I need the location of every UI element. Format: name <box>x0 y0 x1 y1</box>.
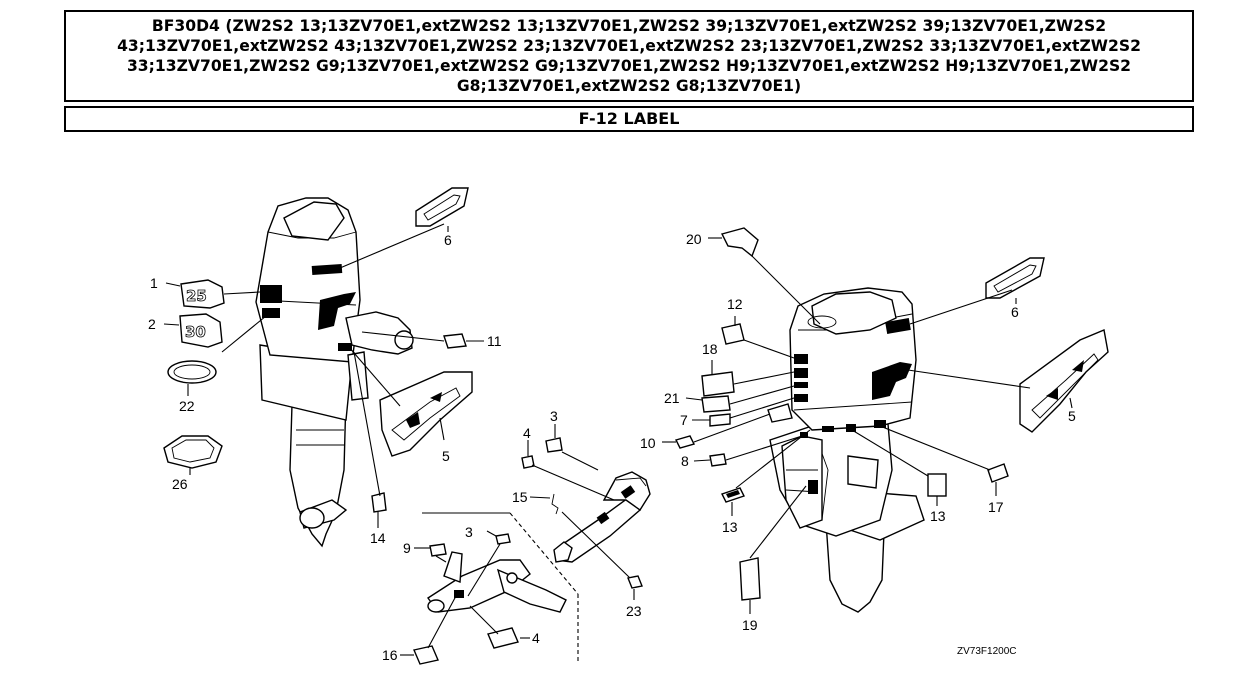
callout-13-left: 13 <box>722 519 738 535</box>
model-line: BF30D4 (ZW2S2 13;13ZV70E1,extZW2S2 13;13… <box>117 17 1141 95</box>
callout-7: 7 <box>680 412 688 428</box>
drawing-code: ZV73F1200C <box>957 646 1016 657</box>
tiller-handle-upper <box>553 471 651 563</box>
middle-leader-lines <box>400 424 635 662</box>
callout-14: 14 <box>370 530 386 546</box>
callout-21: 21 <box>664 390 680 406</box>
callout-20: 20 <box>686 231 702 247</box>
callout-6-right: 6 <box>1011 304 1019 320</box>
callout-5-left: 5 <box>442 448 450 464</box>
callout-11: 11 <box>487 333 502 349</box>
callout-26: 26 <box>172 476 188 492</box>
tiller-handle-lower <box>427 551 567 613</box>
callout-3-lower: 3 <box>465 524 473 540</box>
svg-text:30: 30 <box>185 323 206 341</box>
section-title-box: F-12 LABEL <box>64 106 1194 132</box>
callout-3-upper: 3 <box>550 408 558 424</box>
callout-4-lower: 4 <box>532 630 540 646</box>
callout-19: 19 <box>742 617 758 633</box>
callout-5-right: 5 <box>1068 408 1076 424</box>
callout-numbers: 1 2 22 26 6 11 5 14 3 4 15 23 9 3 16 4 2… <box>148 231 1076 663</box>
callout-16: 16 <box>382 647 398 663</box>
section-title: F-12 LABEL <box>578 109 680 128</box>
left-decal-parts: 25 30 <box>163 187 473 513</box>
left-leader-lines <box>163 223 484 528</box>
callout-23: 23 <box>626 603 642 619</box>
middle-decal-parts <box>413 437 643 665</box>
callout-6-left: 6 <box>444 232 452 248</box>
right-outboard-motor <box>767 287 925 613</box>
model-header: BF30D4 (ZW2S2 13;13ZV70E1,extZW2S2 13;13… <box>64 10 1194 102</box>
right-decal-parts <box>674 227 1109 601</box>
callout-9: 9 <box>403 540 411 556</box>
right-leader-lines <box>662 237 1073 614</box>
callout-4-upper: 4 <box>523 425 531 441</box>
callout-2: 2 <box>148 316 156 332</box>
callout-22: 22 <box>179 398 195 414</box>
callout-8: 8 <box>681 453 689 469</box>
callout-17: 17 <box>988 499 1004 515</box>
callout-12: 12 <box>727 296 743 312</box>
callout-18: 18 <box>702 341 718 357</box>
callout-15: 15 <box>512 489 528 505</box>
left-outboard-motor <box>255 197 414 548</box>
callout-1: 1 <box>150 275 158 291</box>
svg-text:25: 25 <box>186 287 207 305</box>
callout-13-right: 13 <box>930 508 946 524</box>
callout-10: 10 <box>640 435 656 451</box>
